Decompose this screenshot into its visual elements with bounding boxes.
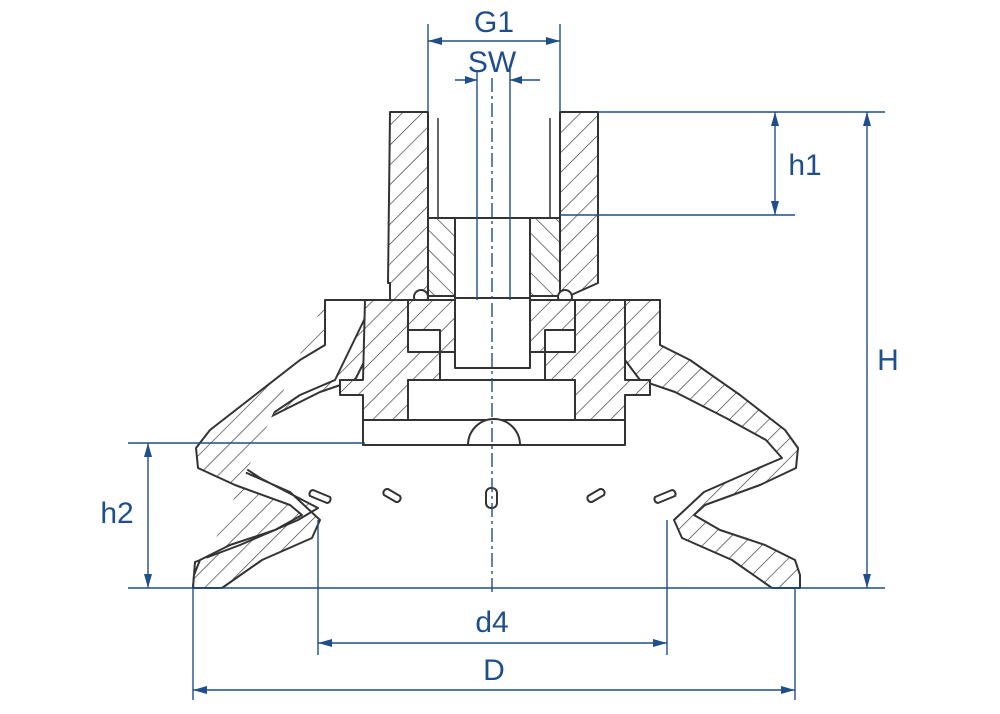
label-g1: G1 — [474, 6, 514, 39]
dim-h: H — [863, 112, 899, 588]
label-d4: d4 — [475, 606, 508, 639]
dim-d: D — [192, 588, 796, 700]
dim-h2: h2 — [100, 442, 885, 589]
label-h2: h2 — [100, 497, 133, 530]
label-h1: h1 — [788, 149, 821, 182]
dim-sw: SW — [455, 46, 540, 300]
label-h: H — [877, 344, 899, 377]
dim-g1: G1 — [427, 6, 561, 112]
label-sw: SW — [468, 46, 517, 79]
bellows-left — [192, 299, 366, 589]
bellows-right — [607, 299, 801, 589]
label-d: D — [483, 654, 505, 687]
dim-h1: h1 — [560, 111, 885, 216]
dim-d4: d4 — [317, 520, 668, 655]
suction-holes — [308, 487, 677, 509]
